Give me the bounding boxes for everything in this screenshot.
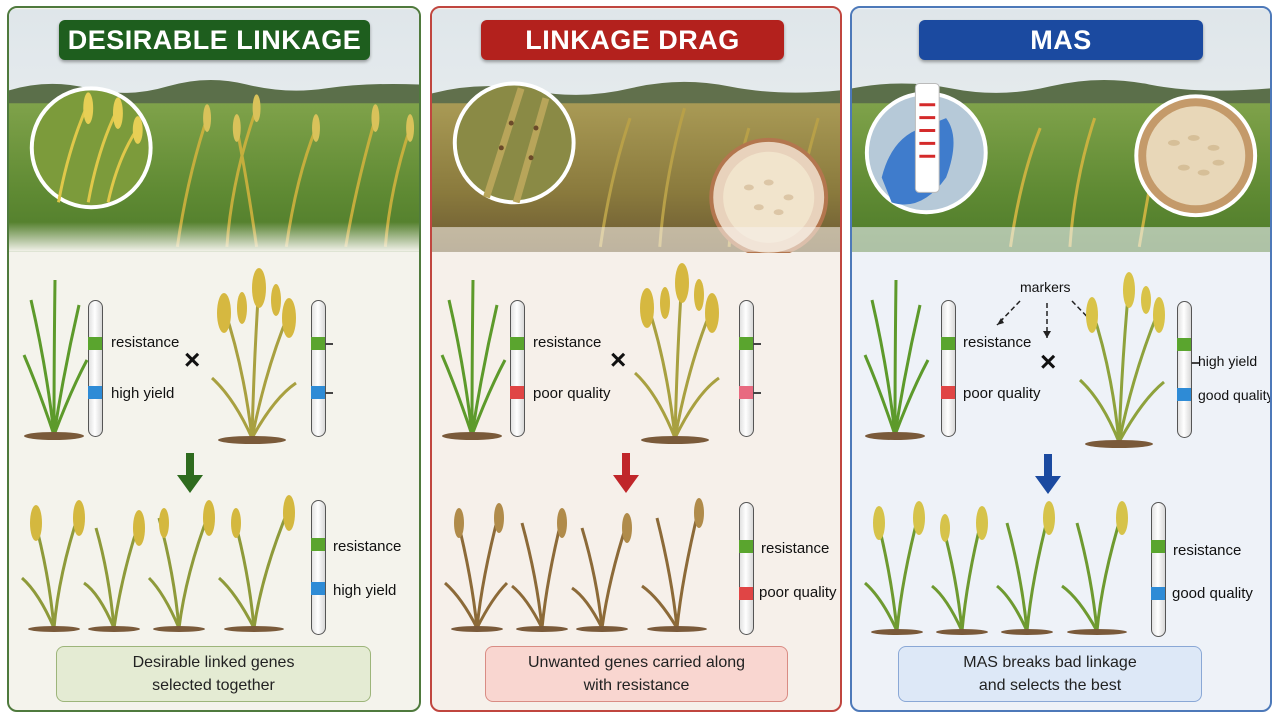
- label-high-yield: high yield: [1198, 353, 1258, 369]
- parent-chromosome-right: [311, 300, 333, 437]
- panel-mas: MAS markers resistance poor quality × hi…: [850, 6, 1272, 712]
- offspring-chromosome: [311, 500, 326, 635]
- offspring-plants-healthy: [863, 501, 1128, 635]
- parent-plant-resistant: [22, 279, 89, 440]
- parent-chromosome-right: [739, 300, 761, 437]
- panel-title: DESIRABLE LINKAGE: [59, 20, 370, 60]
- panel-desirable-linkage: DESIRABLE LINKAGE resistance high yield …: [7, 6, 421, 712]
- caption-line-1: MAS breaks bad linkage: [963, 654, 1137, 671]
- label-markers: markers: [1020, 279, 1071, 295]
- caption-line-2: selected together: [152, 677, 275, 694]
- offspring-chromosome: [1151, 502, 1166, 637]
- parent-chromosome-left: [510, 300, 525, 437]
- label-offspring-resistance: resistance: [1173, 542, 1242, 559]
- label-resistance: resistance: [533, 334, 602, 351]
- donor-plant: [1078, 272, 1165, 448]
- label-offspring-high-yield: high yield: [333, 582, 397, 599]
- label-poor-quality: poor quality: [963, 385, 1041, 402]
- panel-title: LINKAGE DRAG: [481, 20, 784, 60]
- label-resistance: resistance: [963, 334, 1032, 351]
- caption-line-1: Desirable linked genes: [132, 654, 295, 671]
- down-arrow: [1035, 454, 1061, 494]
- label-good-quality: good quality: [1198, 387, 1272, 403]
- parent-plant-resistant: [440, 279, 507, 440]
- label-offspring-poor-quality: poor quality: [759, 584, 837, 601]
- offspring-chromosome: [739, 502, 754, 635]
- cross-symbol: ×: [1040, 346, 1057, 377]
- label-offspring-good-quality: good quality: [1172, 585, 1253, 602]
- label-offspring-resistance: resistance: [761, 540, 830, 557]
- parent-plant-high-yield: [210, 268, 297, 444]
- band-resistance: [88, 337, 102, 350]
- caption-box: MAS breaks bad linkage and selects the be…: [898, 646, 1202, 702]
- label-poor-quality: poor quality: [533, 385, 611, 402]
- band-high-yield: [88, 386, 102, 399]
- cross-symbol: ×: [610, 344, 627, 375]
- parent-chromosome-left: [88, 300, 103, 437]
- cross-symbol: ×: [184, 344, 201, 375]
- panel-title-text: MAS: [1030, 25, 1092, 55]
- donor-chromosome: [1177, 301, 1199, 438]
- panel-title-text: LINKAGE DRAG: [525, 25, 740, 55]
- label-resistance: resistance: [111, 334, 180, 351]
- parent-chromosome-left: [941, 300, 956, 437]
- parent-plant-resistant: [863, 279, 930, 440]
- panel-linkage-drag: LINKAGE DRAG resistance poor quality ×: [430, 6, 842, 712]
- down-arrow: [613, 453, 639, 493]
- caption-box: Desirable linked genes selected together: [56, 646, 371, 702]
- parent-plant-high-yield: [633, 263, 720, 444]
- caption-line-2: with resistance: [583, 677, 690, 694]
- offspring-plants-dry: [444, 498, 707, 632]
- offspring-plants: [20, 495, 295, 632]
- caption-line-1: Unwanted genes carried along: [527, 654, 746, 671]
- down-arrow: [177, 453, 203, 493]
- label-offspring-resistance: resistance: [333, 538, 402, 555]
- label-high-yield: high yield: [111, 385, 175, 402]
- caption-line-2: and selects the best: [978, 677, 1122, 694]
- panel-title: MAS: [919, 20, 1203, 60]
- panel-title-text: DESIRABLE LINKAGE: [67, 25, 362, 55]
- caption-box: Unwanted genes carried along with resista…: [485, 646, 788, 702]
